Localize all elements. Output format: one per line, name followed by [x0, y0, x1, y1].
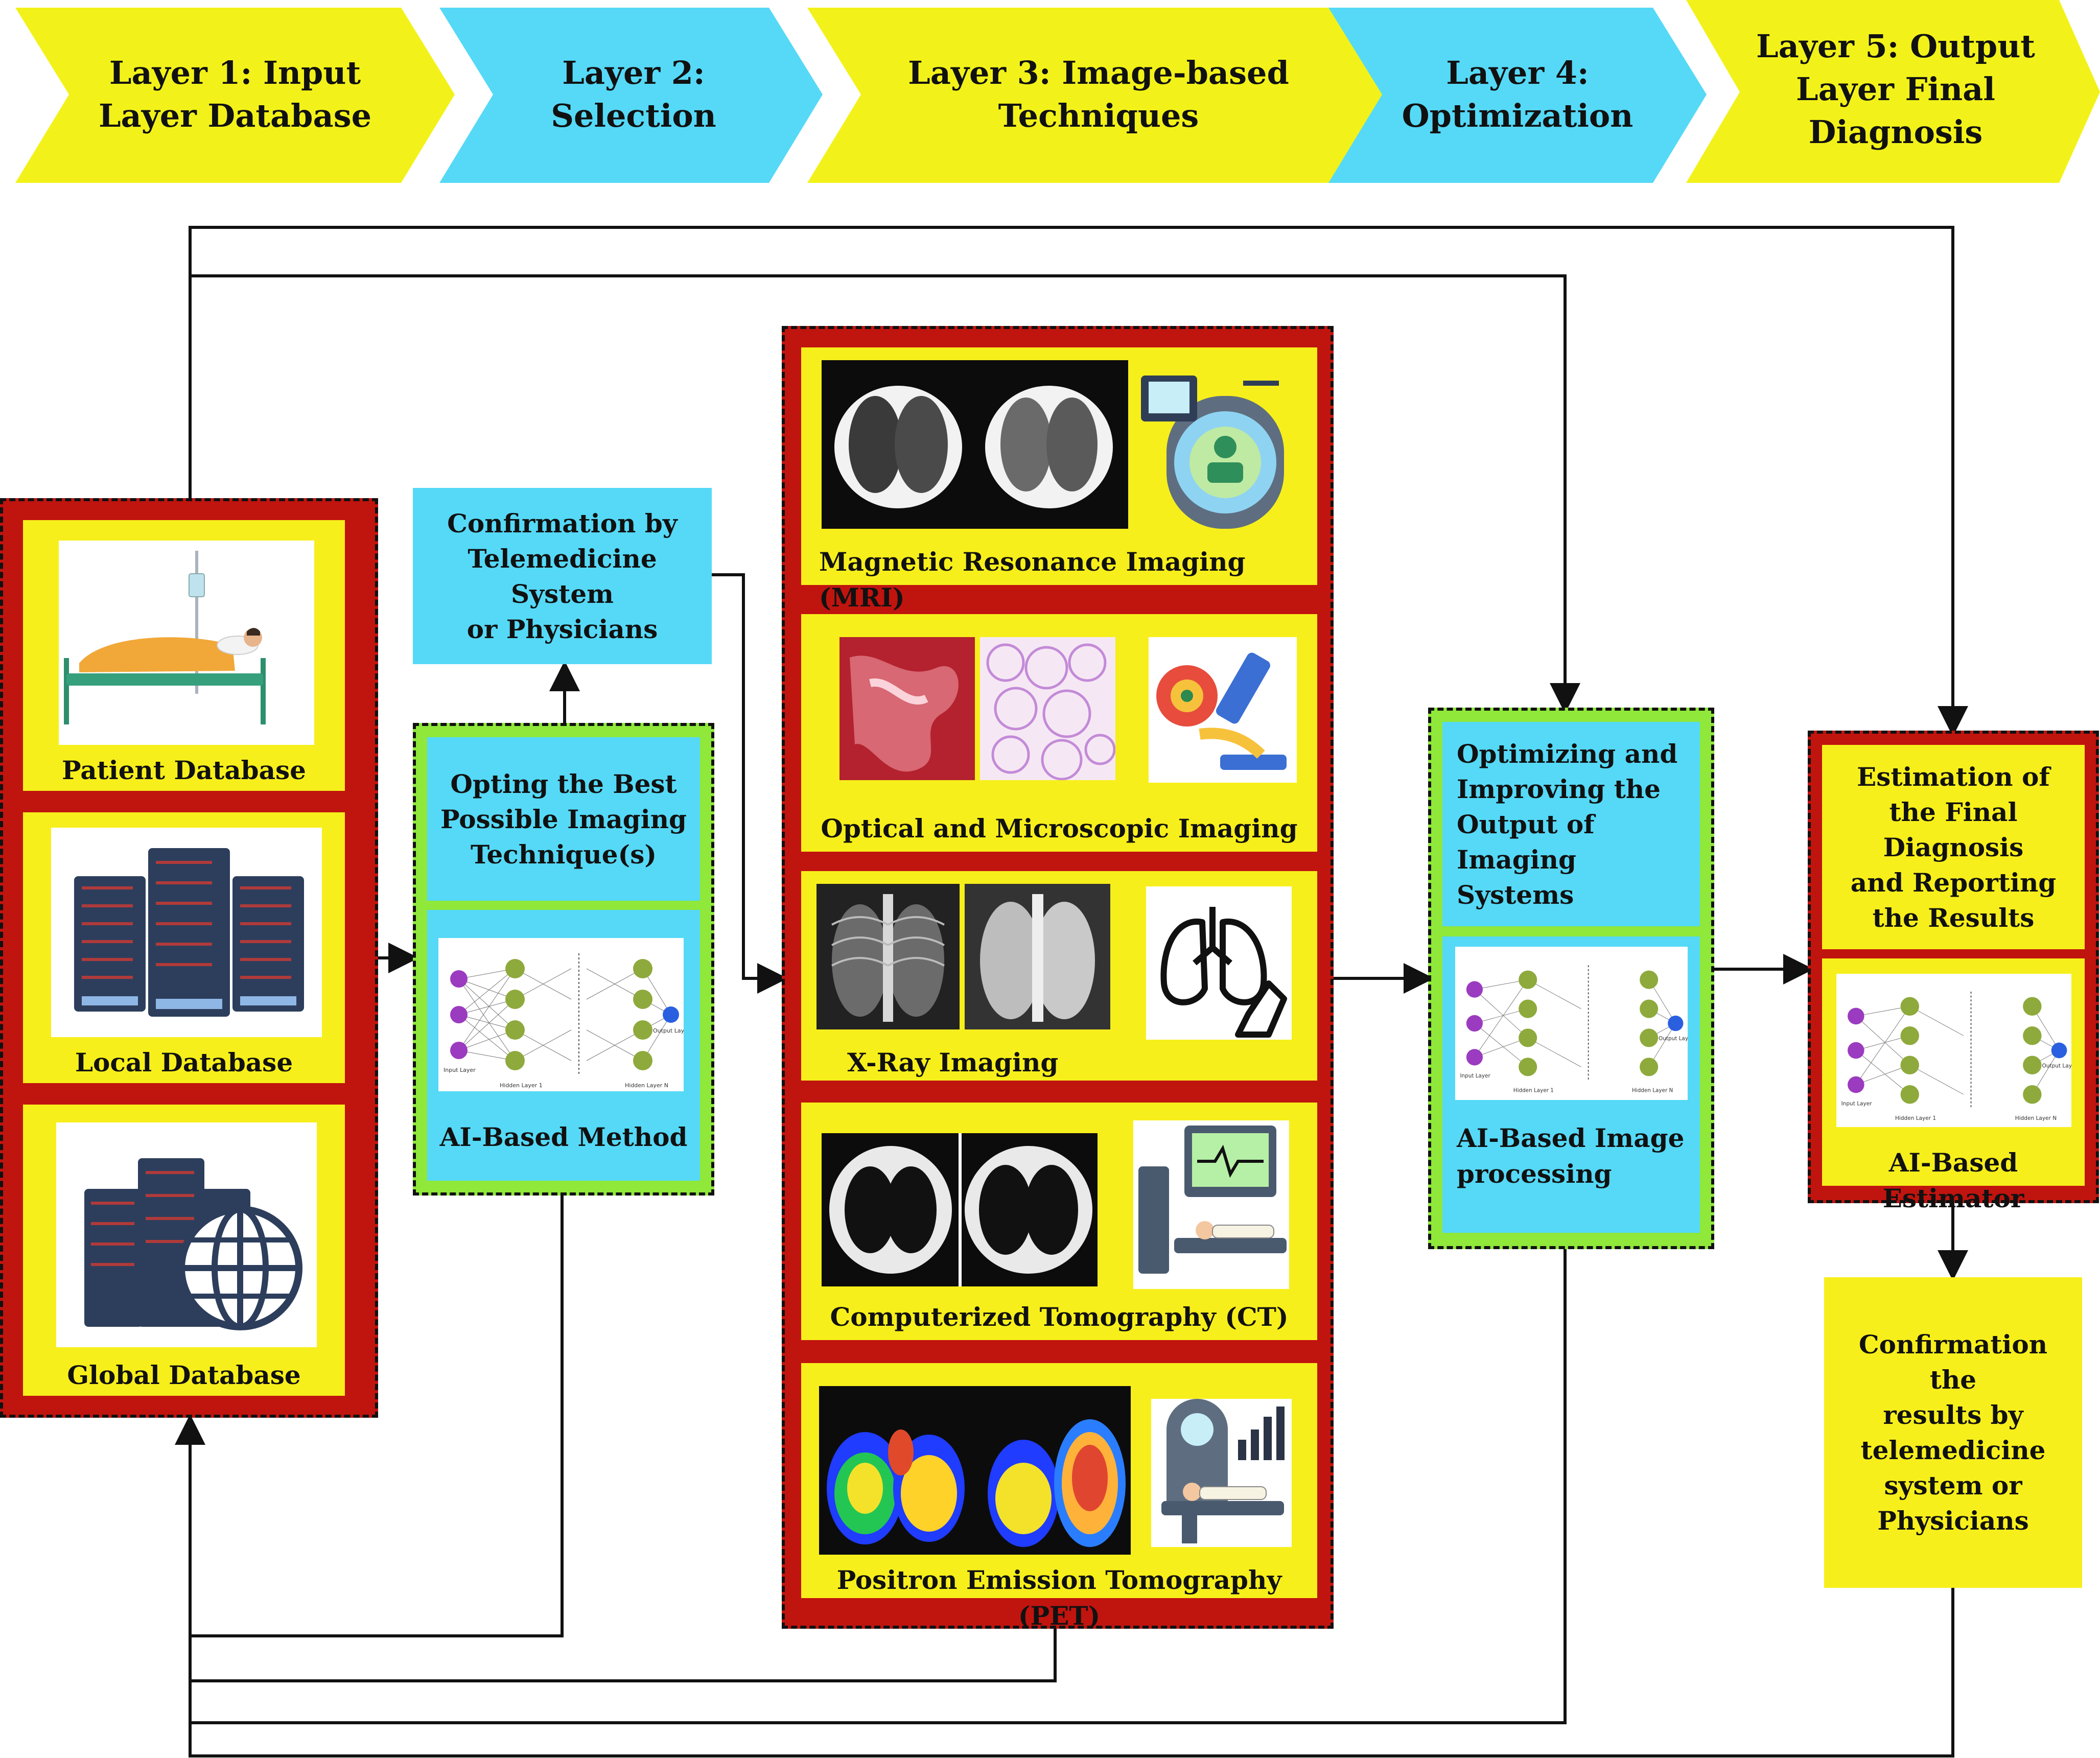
nn3-output-label: Output Layer	[2042, 1063, 2072, 1069]
pet-panel: Positron Emission Tomography (PET)	[801, 1363, 1317, 1631]
patient-database-label: Patient Database	[62, 755, 306, 785]
microscope-icon	[1149, 637, 1297, 783]
layer-banner	[15, 0, 2100, 183]
nn-input-label: Input Layer	[444, 1067, 476, 1073]
patient-database-panel: Patient Database	[23, 520, 345, 791]
layer-4-chevron	[1328, 8, 1707, 183]
optical-panel: Optical and Microscopic Imaging	[801, 614, 1317, 852]
layer-1-title: Layer 1: Input Layer Database	[98, 54, 372, 134]
layer-2-chevron	[439, 8, 823, 183]
confirmation-results-label: Confirmation the results by telemedicine…	[1858, 1329, 2048, 1536]
layer-4-title: Layer 4: Optimization	[1402, 54, 1634, 134]
server-rack-icon	[51, 828, 322, 1037]
mri-label: Magnetic Resonance Imaging (MRI)	[819, 547, 1246, 613]
nn2-hidden1-label: Hidden Layer 1	[1513, 1088, 1554, 1094]
local-database-label: Local Database	[75, 1047, 293, 1077]
layer-3-title: Layer 3: Image-based Techniques	[908, 54, 1289, 134]
nn-output-label: Output Layer	[653, 1027, 684, 1034]
nn-hiddenN-label: Hidden Layer N	[625, 1082, 668, 1089]
histology-image-1	[839, 637, 975, 780]
mri-machine-icon	[1136, 370, 1289, 529]
nn3-hiddenN-label: Hidden Layer N	[2015, 1115, 2057, 1121]
nn2-input-label: Input Layer	[1460, 1073, 1490, 1079]
lungs-icon	[1146, 886, 1292, 1040]
mri-scan-images	[822, 360, 1128, 529]
confirmation-telemedicine-label: Confirmation by Telemedicine System or P…	[447, 508, 678, 644]
xray-image-2	[965, 884, 1110, 1029]
layer-3-chevron	[807, 8, 1385, 183]
ai-image-processing-label: AI-Based Image processing	[1457, 1123, 1685, 1189]
xray-image-1	[816, 884, 960, 1029]
layer-2-selection-frame: Opting the Best Possible Imaging Techniq…	[413, 723, 714, 1196]
layer-5-output-frame: Estimation of the Final Diagnosis and Re…	[1808, 731, 2099, 1213]
pet-label: Positron Emission Tomography (PET)	[836, 1565, 1282, 1631]
nn2-output-label: Output Layer	[1659, 1036, 1688, 1042]
feedback-optimization	[190, 1247, 1567, 1724]
link-db-to-layer5	[189, 226, 1968, 737]
nn-hidden1-label: Hidden Layer 1	[500, 1082, 543, 1089]
feedback-imaging	[190, 1627, 1057, 1682]
ai-estimator-box: Input Layer Hidden Layer 1 Hidden Layer …	[1822, 958, 2085, 1213]
global-database-panel: Global Database	[23, 1105, 345, 1396]
optical-label: Optical and Microscopic Imaging	[821, 813, 1298, 843]
optimizing-output-box: Optimizing and Improving the Output of I…	[1442, 722, 1700, 926]
estimation-final-diagnosis-box: Estimation of the Final Diagnosis and Re…	[1822, 745, 2085, 949]
pet-scan-images	[819, 1386, 1131, 1555]
ct-label: Computerized Tomography (CT)	[830, 1302, 1289, 1332]
nn3-hidden1-label: Hidden Layer 1	[1895, 1115, 1936, 1121]
confirmation-results-box: Confirmation the results by telemedicine…	[1824, 1277, 2082, 1588]
opting-technique-box: Opting the Best Possible Imaging Techniq…	[427, 737, 700, 901]
opting-technique-label: Opting the Best Possible Imaging Techniq…	[440, 768, 687, 870]
neural-network-diagram-3: Input Layer Hidden Layer 1 Hidden Layer …	[1836, 974, 2071, 1127]
ai-method-label: AI-Based Method	[439, 1122, 688, 1152]
feedback-selection	[175, 1189, 564, 1637]
layer-1-chevron	[15, 8, 455, 183]
ai-image-processing-box: Input Layer Hidden Layer 1 Hidden Layer …	[1442, 936, 1700, 1233]
mri-panel: Magnetic Resonance Imaging (MRI)	[801, 347, 1317, 613]
layer-4-optimization-frame: Optimizing and Improving the Output of I…	[1428, 708, 1714, 1249]
ct-panel: Computerized Tomography (CT)	[801, 1103, 1317, 1340]
xray-label: X-Ray Imaging	[847, 1047, 1059, 1077]
confirmation-telemedicine-box: Confirmation by Telemedicine System or P…	[413, 488, 712, 664]
neural-network-diagram: Input Layer Hidden Layer 1 Hidden Layer …	[438, 938, 684, 1091]
feedback-confirmation	[189, 1588, 1954, 1757]
ct-scan-images	[822, 1133, 1098, 1286]
link-db-to-layer4	[190, 274, 1580, 714]
global-database-label: Global Database	[67, 1360, 301, 1390]
ct-machine-icon	[1133, 1120, 1289, 1289]
optimizing-output-label: Optimizing and Improving the Output of I…	[1457, 738, 1678, 910]
nn3-input-label: Input Layer	[1841, 1100, 1873, 1107]
neural-network-diagram-2: Input Layer Hidden Layer 1 Hidden Layer …	[1455, 947, 1688, 1100]
server-globe-icon	[56, 1122, 317, 1347]
xray-panel: X-Ray Imaging	[801, 871, 1317, 1081]
link-confirmation-to-imaging	[710, 573, 788, 994]
layer-5-title: Layer 5: Output Layer Final Diagnosis	[1756, 28, 2035, 151]
patient-bed-illustration	[59, 541, 314, 745]
ai-estimator-label: AI-Based Estimator	[1882, 1147, 2024, 1213]
layer-5-chevron	[1686, 0, 2100, 183]
histology-image-2	[980, 637, 1115, 780]
ai-method-box: Input Layer Hidden Layer 1 Hidden Layer …	[427, 910, 700, 1181]
estimation-final-diagnosis-label: Estimation of the Final Diagnosis and Re…	[1850, 761, 2057, 933]
nn2-hiddenN-label: Hidden Layer N	[1632, 1088, 1673, 1094]
layer-2-title: Layer 2: Selection	[551, 54, 716, 134]
pet-scanner-icon	[1151, 1399, 1292, 1547]
local-database-panel: Local Database	[23, 812, 345, 1083]
